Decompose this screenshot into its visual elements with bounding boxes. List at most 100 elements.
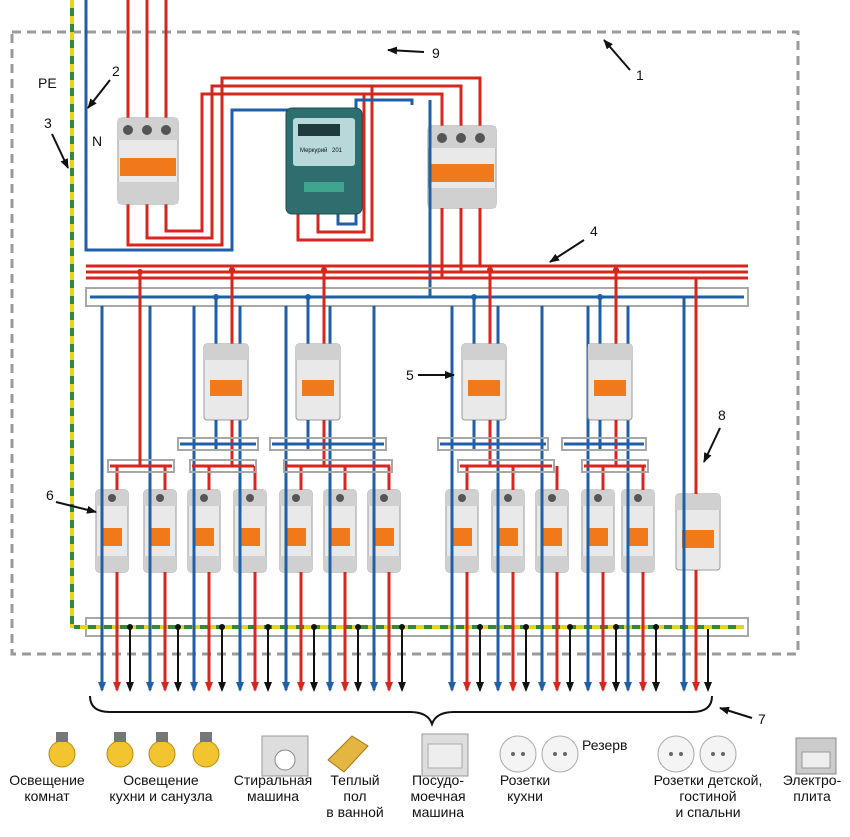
bulb-icon: [48, 740, 76, 768]
consumer-label-stove: Электро-плита: [782, 772, 842, 804]
rcd-top: [588, 344, 632, 360]
stove-breaker-handle: [682, 530, 714, 548]
main-breaker: [117, 117, 179, 205]
wire-arrowhead: [174, 682, 182, 692]
breaker-handle: [588, 528, 608, 546]
wire-arrowhead: [398, 682, 406, 692]
pe-terminal: [127, 624, 133, 630]
wire-arrowhead: [341, 682, 349, 692]
bulb-base: [56, 732, 68, 742]
breaker-screw: [380, 494, 388, 502]
wire-arrowhead: [639, 682, 647, 692]
phase-bus: [86, 264, 748, 280]
wire-arrowhead: [599, 682, 607, 692]
wire-arrowhead: [509, 682, 517, 692]
bus-tap: [471, 294, 477, 300]
rcd-main: [427, 125, 497, 209]
pe-terminal: [219, 624, 225, 630]
breaker-screw: [292, 494, 300, 502]
socket-icon: [657, 735, 695, 773]
marker-4: 4: [590, 223, 598, 239]
wire-arrowhead: [282, 682, 290, 692]
local-phase-bus-2: [189, 459, 257, 473]
breaker-screw: [108, 494, 116, 502]
wire-arrowhead: [476, 682, 484, 692]
wire-arrowhead: [146, 682, 154, 692]
pe-terminal: [175, 624, 181, 630]
pe-incoming-wire: [70, 0, 74, 628]
pe-terminal: [653, 624, 659, 630]
wire-arrowhead: [326, 682, 334, 692]
wire-arrowhead: [704, 682, 712, 692]
local-phase-bus-3: [283, 459, 393, 473]
breaker-screw: [200, 494, 208, 502]
dishwasher-door: [427, 743, 463, 769]
consumers-brace: [89, 695, 713, 728]
rcd-handle: [302, 380, 334, 396]
rcd-top: [462, 344, 506, 360]
pe-terminal: [613, 624, 619, 630]
socket-pin: [511, 752, 515, 756]
stove-oven-door: [801, 751, 831, 769]
marker-7: 7: [758, 711, 766, 727]
wire-arrowhead: [652, 682, 660, 692]
bus-tap: [597, 294, 603, 300]
wire-arrowhead: [370, 682, 378, 692]
stove-breaker-top: [676, 494, 720, 510]
breaker-bottom: [492, 556, 524, 572]
breaker-handle: [330, 528, 350, 546]
bus-tap: [229, 267, 235, 273]
marker-8: 8: [718, 407, 726, 423]
breaker-screw: [504, 494, 512, 502]
socket-icon: [699, 735, 737, 773]
breaker-handle: [452, 528, 472, 546]
wire-arrowhead: [584, 682, 592, 692]
reserve-label: Резерв: [582, 737, 627, 753]
wire-arrowhead: [538, 682, 546, 692]
breaker-handle: [240, 528, 260, 546]
local-neutral-bus-1: [177, 437, 259, 451]
breaker-handle: [498, 528, 518, 546]
wire-arrowhead: [522, 682, 530, 692]
wire-arrowhead: [354, 682, 362, 692]
rcd-handle: [468, 380, 500, 396]
bulb-base: [200, 732, 212, 742]
breaker-screw: [634, 494, 642, 502]
breaker-bottom: [622, 556, 654, 572]
breaker-bottom: [144, 556, 176, 572]
socket-pin: [711, 752, 715, 756]
neutral-bus-frame: [85, 287, 749, 307]
breaker-bottom: [96, 556, 128, 572]
socket-pin: [563, 752, 567, 756]
breaker-screw: [548, 494, 556, 502]
breaker-handle: [194, 528, 214, 546]
rcd-top: [296, 344, 340, 360]
wire-arrowhead: [297, 682, 305, 692]
phase-incoming-wires: [126, 0, 482, 247]
breaker-screw: [246, 494, 254, 502]
wire-arrowhead: [494, 682, 502, 692]
pe-terminal: [311, 624, 317, 630]
pe-label: PE: [38, 75, 57, 91]
bus-tap: [305, 294, 311, 300]
bus-tap: [321, 267, 327, 273]
wire-arrowhead: [385, 682, 393, 692]
breaker-screw: [594, 494, 602, 502]
local-neutral-bus-2: [269, 437, 387, 451]
wire-arrowhead: [236, 682, 244, 692]
socket-pin: [679, 752, 683, 756]
marker-1: 1: [636, 67, 644, 83]
bulb-base: [114, 732, 126, 742]
socket-pin: [553, 752, 557, 756]
breaker-bottom: [324, 556, 356, 572]
electricity-meter: Меркурий 201: [285, 107, 363, 215]
n-label: N: [92, 133, 102, 149]
heated-floor-icon: [327, 735, 369, 773]
wire-arrowhead: [692, 682, 700, 692]
bus-tap: [213, 294, 219, 300]
